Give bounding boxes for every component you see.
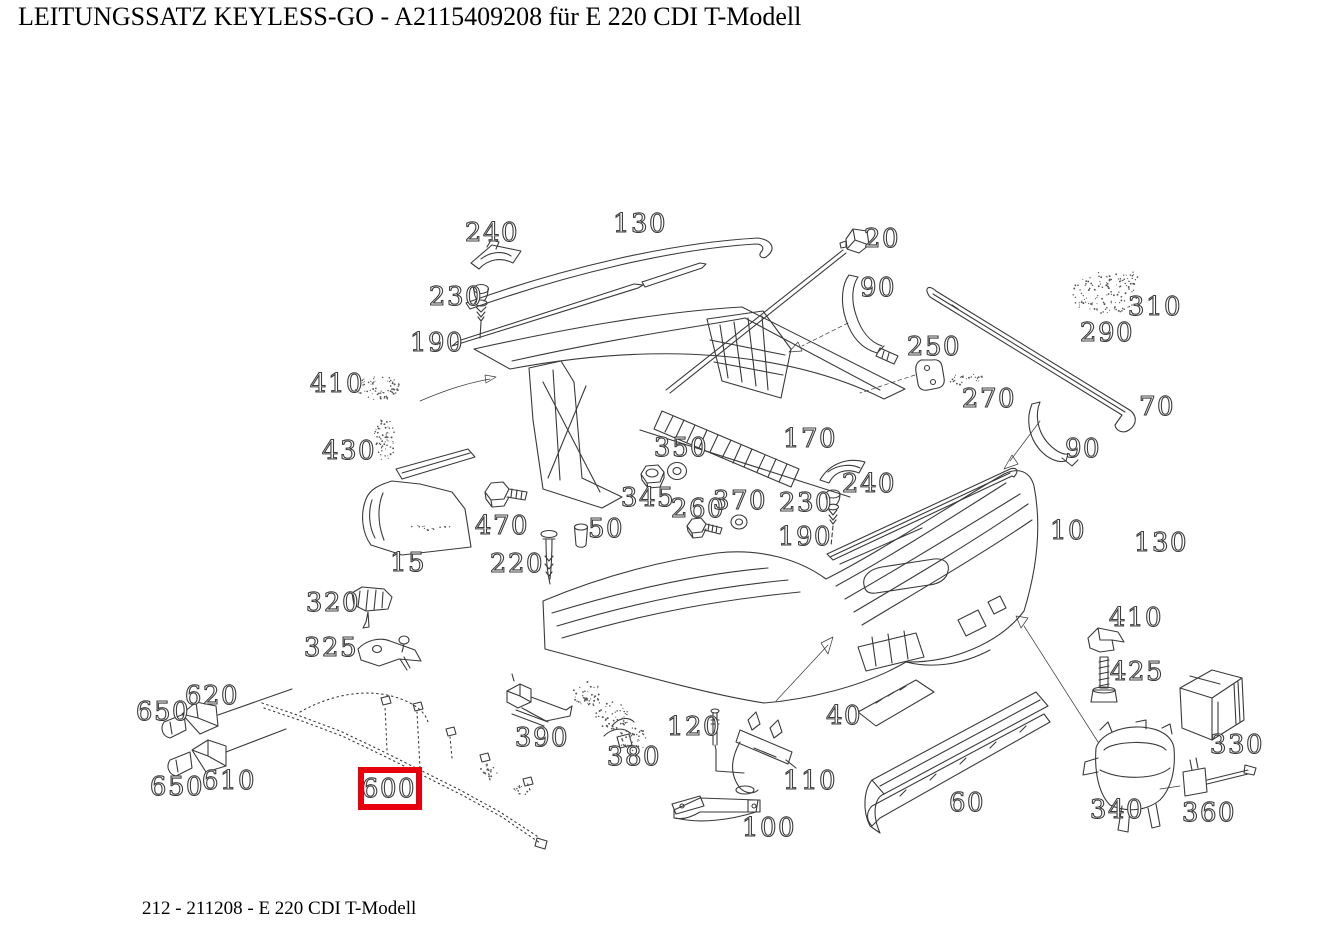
clip-250-part	[916, 360, 945, 391]
drawing-caption: 212 - 211208 - E 220 CDI T-Modell	[142, 898, 416, 920]
part-label-190-21[interactable]: 190	[778, 522, 832, 552]
part-label-15-27[interactable]: 15	[390, 548, 426, 578]
part-labels: 240 130 20 90 230 190 310290 250270 70 410 430 350 1…	[136, 209, 1264, 843]
part-label-120-39[interactable]: 120	[667, 712, 721, 742]
bracket-325-part	[358, 636, 421, 670]
part-label-650-33[interactable]: 650	[136, 697, 190, 727]
part-label-270-9[interactable]: 270	[962, 384, 1016, 414]
part-label-380-38[interactable]: 380	[607, 742, 661, 772]
part-label-310-6[interactable]: 310	[1128, 292, 1182, 322]
part-label-40-40[interactable]: 40	[826, 701, 862, 731]
part-label-70-10[interactable]: 70	[1139, 392, 1175, 422]
part-label-430-12[interactable]: 430	[322, 436, 376, 466]
stipple-layer	[355, 272, 1138, 795]
part-label-230-4[interactable]: 230	[429, 282, 483, 312]
part-label-390-37[interactable]: 390	[515, 723, 569, 753]
part-label-330-44[interactable]: 330	[1210, 730, 1264, 760]
part-label-345-17[interactable]: 345	[621, 483, 675, 513]
bracket-390-part	[507, 674, 572, 726]
part-label-190-5[interactable]: 190	[410, 328, 464, 358]
stud-50-part	[575, 524, 588, 547]
part-label-130-1[interactable]: 130	[613, 209, 667, 239]
part-label-240-16[interactable]: 240	[842, 469, 896, 499]
part-label-50-23[interactable]: 50	[588, 514, 624, 544]
part-label-170-14[interactable]: 170	[783, 424, 837, 454]
part-label-220-26[interactable]: 220	[490, 549, 544, 579]
part-label-90-15[interactable]: 90	[1065, 434, 1101, 464]
bolt-470-part	[485, 482, 527, 507]
part-label-130-25[interactable]: 130	[1134, 528, 1188, 558]
part-label-370-19[interactable]: 370	[713, 486, 767, 516]
part-label-110-41[interactable]: 110	[783, 766, 837, 796]
part-label-230-20[interactable]: 230	[779, 488, 833, 518]
side-piece-15-part	[363, 449, 475, 555]
part-label-250-8[interactable]: 250	[907, 332, 961, 362]
part-label-610-34[interactable]: 610	[202, 766, 256, 796]
part-label-410-30[interactable]: 410	[1109, 603, 1163, 633]
part-label-100-42[interactable]: 100	[742, 813, 796, 843]
part-label-425-31[interactable]: 425	[1110, 657, 1164, 687]
part-label-290-7[interactable]: 290	[1080, 318, 1134, 348]
part-label-620-32[interactable]: 620	[185, 681, 239, 711]
part-label-650-35[interactable]: 650	[150, 772, 204, 802]
part-label-600-36[interactable]: 600	[362, 774, 416, 804]
part-label-340-45[interactable]: 340	[1090, 795, 1144, 825]
part-label-360-46[interactable]: 360	[1182, 798, 1236, 828]
part-label-350-13[interactable]: 350	[654, 433, 708, 463]
part-label-20-2[interactable]: 20	[864, 224, 900, 254]
part-label-470-22[interactable]: 470	[475, 511, 529, 541]
part-label-10-24[interactable]: 10	[1050, 516, 1086, 546]
part-label-60-43[interactable]: 60	[949, 788, 985, 818]
part-label-325-29[interactable]: 325	[304, 633, 358, 663]
sensor-360-part	[1183, 758, 1256, 796]
washer-350-part	[668, 463, 687, 480]
part-label-320-28[interactable]: 320	[306, 588, 360, 618]
part-label-410-11[interactable]: 410	[310, 369, 364, 399]
part-label-240-0[interactable]: 240	[465, 218, 519, 248]
bumper-carrier-part	[474, 307, 905, 508]
part-label-90-3[interactable]: 90	[860, 273, 896, 303]
washer-370-part	[731, 515, 747, 529]
